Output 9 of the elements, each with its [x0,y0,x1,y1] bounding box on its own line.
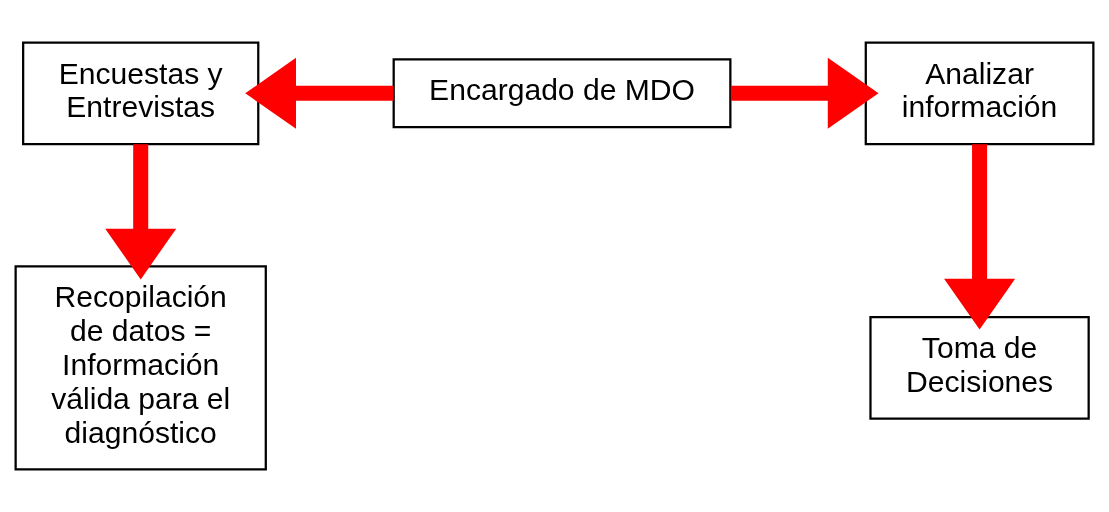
node-box: Recopilación de datos = Información válida para el diagnóstico [14,265,267,471]
arrow [730,57,879,129]
arrow [245,57,394,129]
node-box: Analizar información [864,41,1095,146]
node-box: Toma de Decisiones [869,316,1090,420]
arrow [105,144,177,280]
node-box: Encuestas y Entrevistas [22,41,260,146]
arrow [944,144,1016,330]
node-box: Encargado de MDO [392,58,732,129]
